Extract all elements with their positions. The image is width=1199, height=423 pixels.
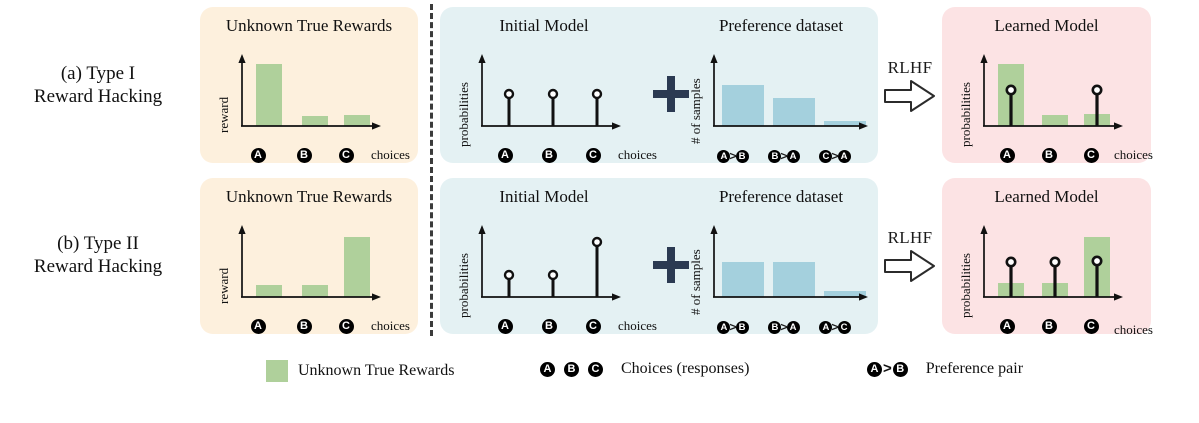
panel-title: Unknown True Rewards (200, 187, 418, 207)
x-tick-C: C (318, 317, 374, 335)
chart-preference-dataset-type-i (700, 47, 870, 143)
green-square-icon (266, 360, 288, 382)
bar-A-gt-B (722, 262, 764, 297)
x-tick-C-gt-A: C>A (808, 147, 862, 165)
x-tick-A-gt-B: A>B (706, 147, 760, 165)
x-axis-label: choices (371, 318, 410, 334)
legend-item-reward: Unknown True Rewards (266, 360, 454, 382)
plus-operator-icon (650, 244, 692, 286)
x-axis-label: choices (1114, 147, 1153, 163)
choice-chips: A B C (540, 362, 603, 377)
chart-learned-model-type-ii (970, 218, 1130, 314)
rlhf-label: RLHF (880, 228, 940, 247)
x-tick-A: A (488, 317, 522, 335)
plus-operator-icon (650, 73, 692, 115)
panel-title: Learned Model (942, 187, 1151, 207)
panel-model-dataset-type-i: Initial Model probabilities A B C (440, 7, 878, 163)
x-tick-A: A (990, 146, 1024, 164)
panel-model-dataset-type-ii: Initial Model probabilities A B C (440, 178, 878, 334)
x-tick-B: B (1032, 317, 1066, 335)
rlhf-transition-type-ii: RLHF (880, 228, 940, 288)
row-label-line2: Reward Hacking (0, 255, 196, 278)
x-tick-B-gt-A: B>A (757, 318, 811, 336)
x-tick-C: C (318, 146, 374, 164)
panel-title-preference-dataset: Preference dataset (684, 187, 878, 207)
chart-initial-model-type-i (468, 47, 628, 143)
x-tick-B-gt-A: B>A (757, 147, 811, 165)
x-tick-B: B (1032, 146, 1066, 164)
x-tick-B: B (532, 317, 566, 335)
row-label-line1: (a) Type I (0, 62, 196, 85)
bar-B (302, 285, 328, 297)
section-divider (430, 4, 433, 336)
row-label-type-ii: (b) Type II Reward Hacking (0, 232, 196, 278)
block-arrow-right-icon (880, 249, 940, 288)
bar-B (1042, 115, 1068, 126)
greater-than-icon: > (883, 360, 892, 378)
chip-b-icon: B (564, 362, 579, 377)
bar-A (256, 285, 282, 297)
x-axis-label-initial-model: choices (618, 318, 657, 334)
legend: Unknown True Rewards A B C Choices (resp… (0, 352, 1199, 392)
x-axis-label-initial-model: choices (618, 147, 657, 163)
row-label-line2: Reward Hacking (0, 85, 196, 108)
x-tick-C: C (576, 146, 610, 164)
chip-b-icon: B (893, 362, 908, 377)
legend-item-preference-pair: A>B Preference pair (867, 360, 1023, 378)
panel-title: Learned Model (942, 16, 1151, 36)
chip-a-icon: A (540, 362, 555, 377)
x-tick-B: B (532, 146, 566, 164)
panel-learned-model-type-ii: Learned Model probabilities A (942, 178, 1151, 334)
row-label-type-i: (a) Type I Reward Hacking (0, 62, 196, 108)
bar-B-gt-A (773, 262, 815, 297)
bar-C (344, 237, 370, 297)
x-tick-C: C (1074, 317, 1108, 335)
legend-item-choices: A B C Choices (responses) (540, 360, 749, 378)
bar-B-gt-A (773, 98, 815, 126)
bar-A-gt-B (722, 85, 764, 126)
panel-true-rewards-type-i: Unknown True Rewards reward A B C ch (200, 7, 418, 163)
block-arrow-right-icon (880, 79, 940, 118)
x-tick-A-gt-C: A>C (808, 318, 862, 336)
panel-title-preference-dataset: Preference dataset (684, 16, 878, 36)
chart-initial-model-type-ii (468, 218, 628, 314)
bar-C (344, 115, 370, 126)
x-axis-label: choices (371, 147, 410, 163)
chip-c-icon: C (588, 362, 603, 377)
x-tick-A-gt-B: A>B (706, 318, 760, 336)
rlhf-label: RLHF (880, 58, 940, 77)
panel-title-initial-model: Initial Model (440, 16, 648, 36)
chart-true-rewards-type-i (228, 47, 388, 143)
rlhf-transition-type-i: RLHF (880, 58, 940, 118)
legend-label: Preference pair (926, 360, 1023, 378)
chart-learned-model-type-i (970, 47, 1130, 143)
row-label-line1: (b) Type II (0, 232, 196, 255)
legend-label: Choices (responses) (621, 360, 749, 378)
x-tick-A: A (488, 146, 522, 164)
x-tick-C: C (1074, 146, 1108, 164)
chart-preference-dataset-type-ii (700, 218, 870, 314)
x-tick-C: C (576, 317, 610, 335)
bar-A (256, 64, 282, 126)
panel-title-initial-model: Initial Model (440, 187, 648, 207)
preference-pair-icon: A>B (867, 360, 908, 378)
panel-learned-model-type-i: Learned Model probabilities A B (942, 7, 1151, 163)
chip-a-icon: A (867, 362, 882, 377)
bar-B (302, 116, 328, 126)
x-tick-A: A (990, 317, 1024, 335)
legend-label: Unknown True Rewards (298, 362, 454, 380)
x-axis-label: choices (1114, 322, 1153, 338)
panel-true-rewards-type-ii: Unknown True Rewards reward A B C choice… (200, 178, 418, 334)
panel-title: Unknown True Rewards (200, 16, 418, 36)
chart-true-rewards-type-ii (228, 218, 388, 314)
